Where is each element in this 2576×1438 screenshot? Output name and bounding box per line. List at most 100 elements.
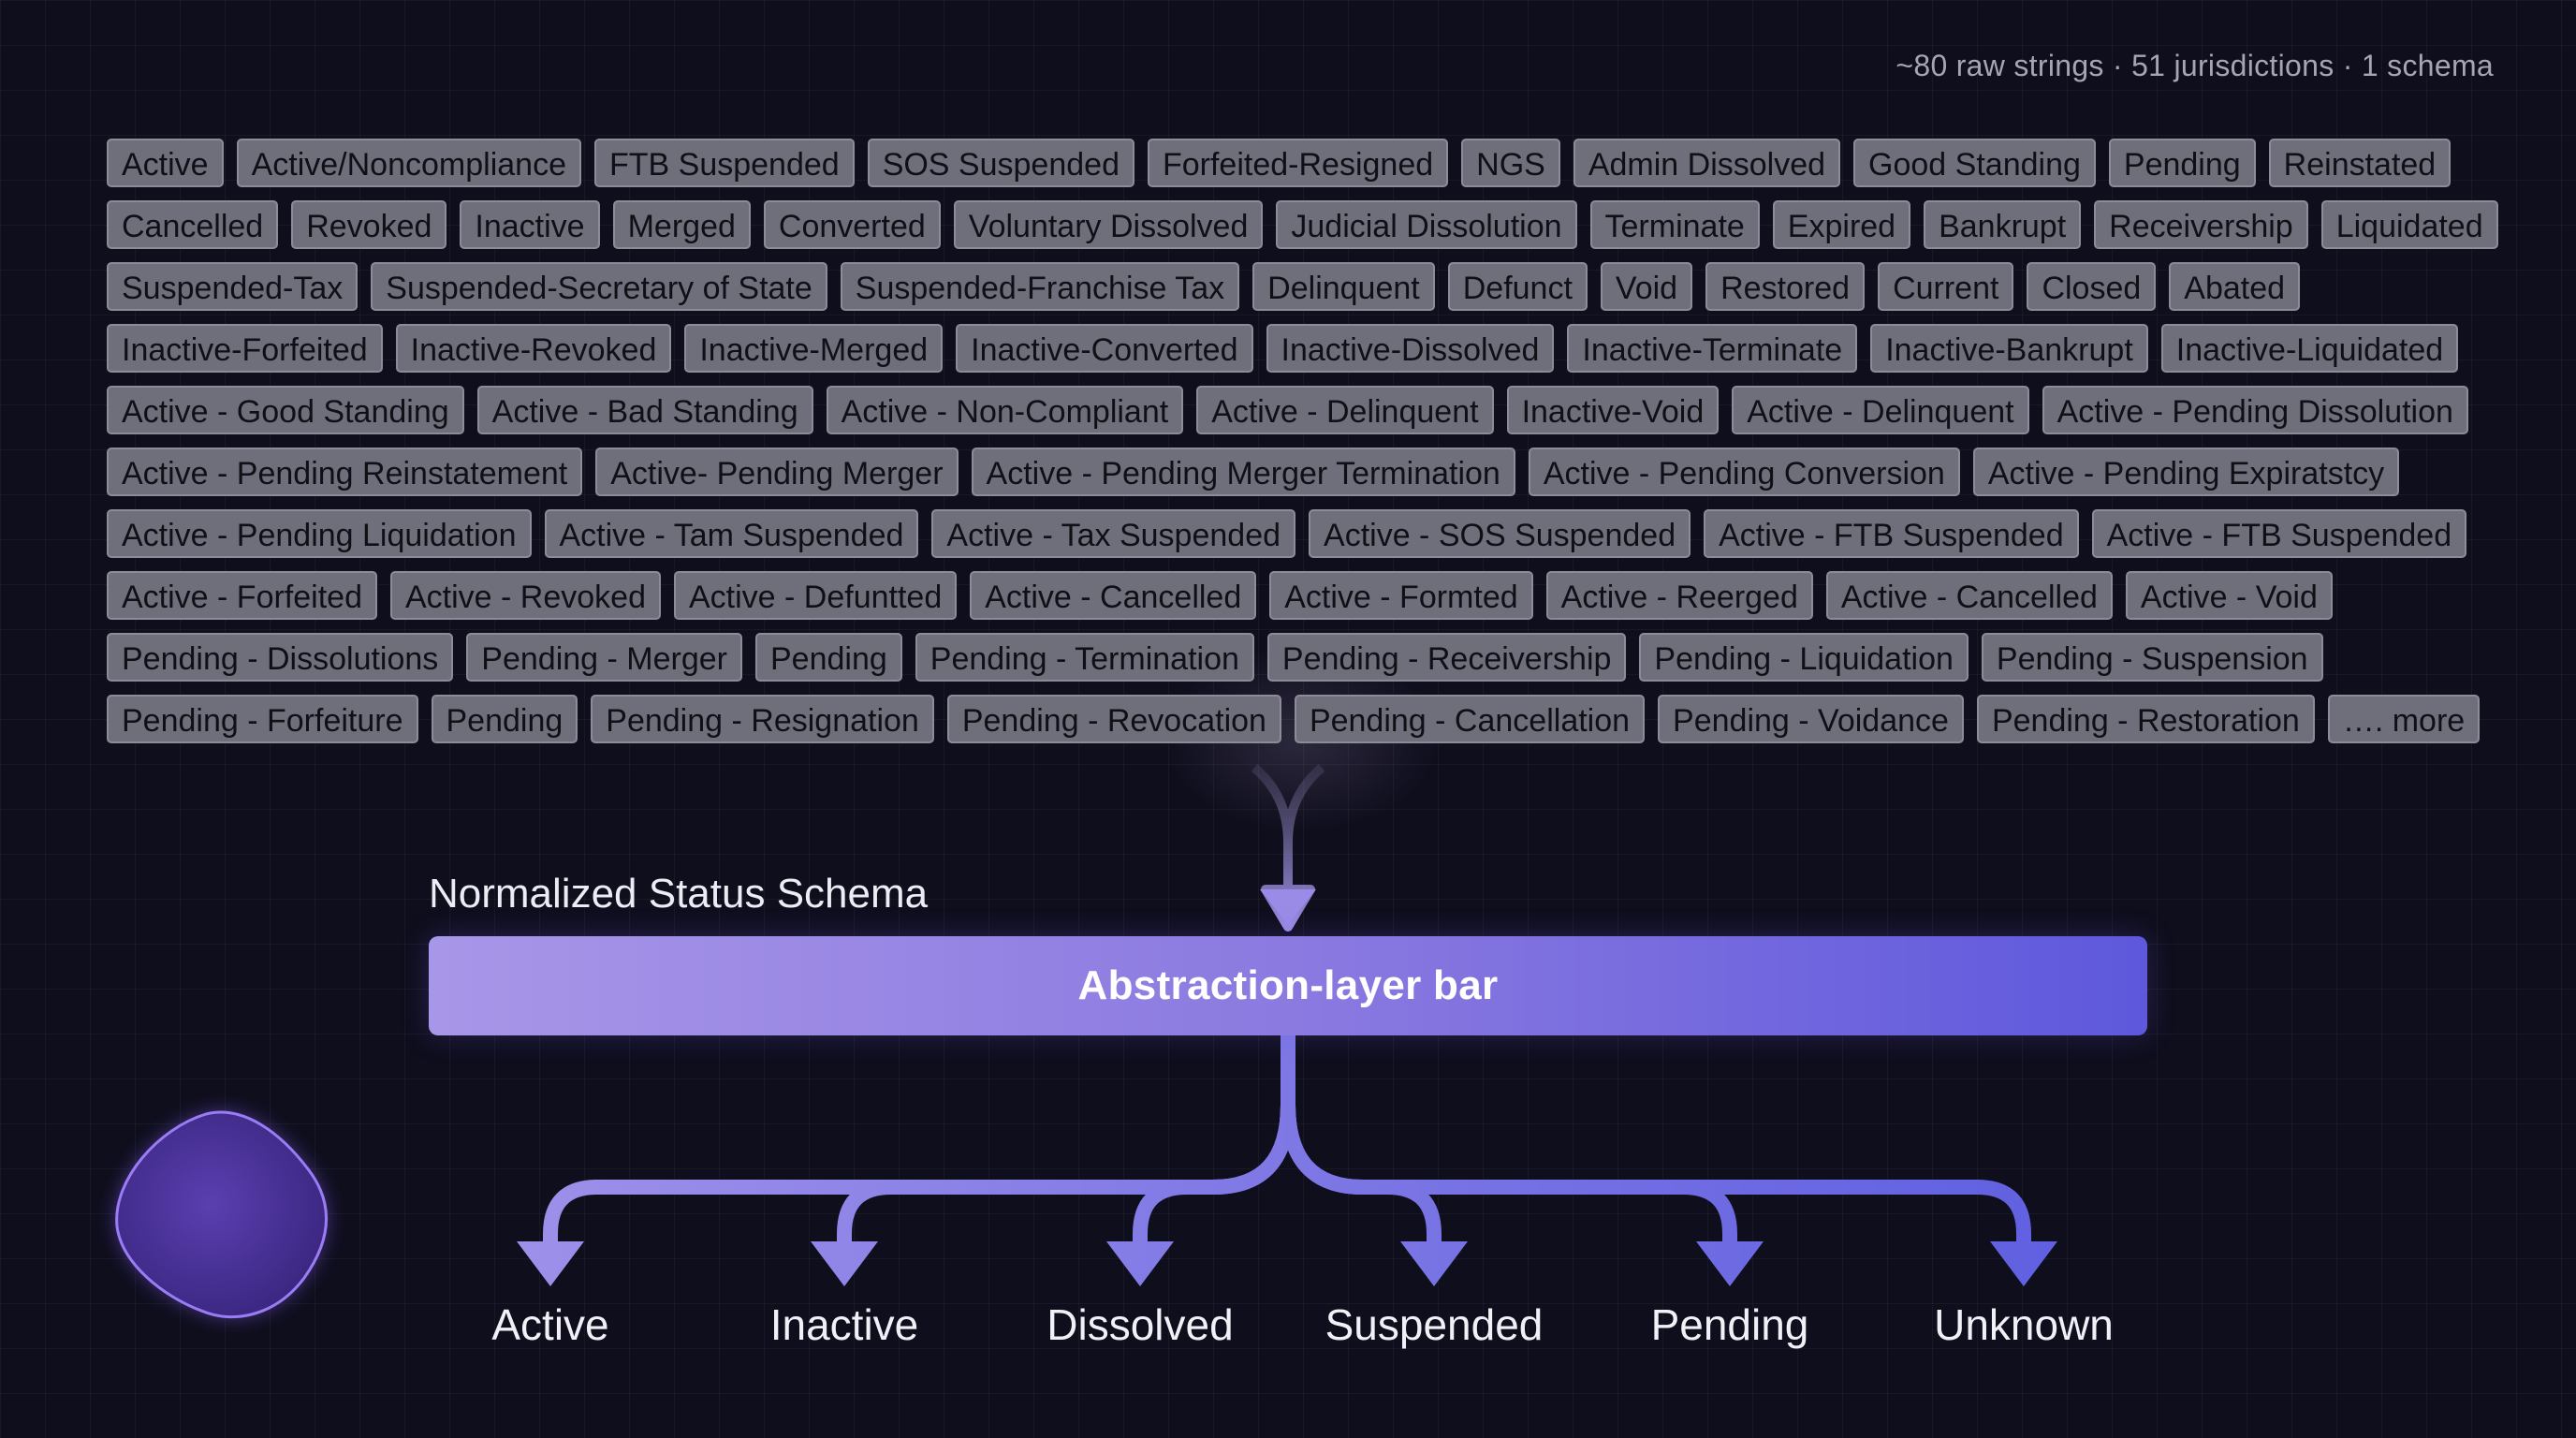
branch-arrowhead-dissolved	[1106, 1241, 1174, 1286]
status-chip: Active- Pending Merger	[595, 448, 959, 496]
status-chip: Active - Defuntted	[673, 571, 958, 620]
branch-arrowhead-suspended	[1400, 1241, 1468, 1286]
status-chip: Pending - Termination	[915, 633, 1254, 682]
status-chip: Defunct	[1447, 262, 1588, 311]
status-chip: Active - Revoked	[389, 571, 661, 620]
status-chip: Pending - Suspension	[1981, 633, 2323, 682]
branch-arrowhead-inactive	[811, 1241, 878, 1286]
status-chip: Judicial Dissolution	[1276, 200, 1577, 249]
status-chip: Pending	[431, 695, 578, 743]
status-chip: Merged	[612, 200, 751, 249]
status-chip: Active - Formted	[1269, 571, 1533, 620]
status-chip: Void	[1600, 262, 1693, 311]
status-chip: Inactive-Dissolved	[1266, 324, 1555, 373]
status-chip: Active - Pending Conversion	[1528, 448, 1960, 496]
status-chip: Suspended-Franchise Tax	[840, 262, 1240, 311]
status-chip: Active - Good Standing	[107, 386, 464, 434]
status-chip: …. more	[2327, 695, 2481, 743]
status-chip: Voluntary Dissolved	[953, 200, 1264, 249]
output-dissolved: Dissolved	[1046, 1300, 1234, 1349]
status-chip: Inactive-Void	[1506, 386, 1720, 434]
status-chip: Active - Delinquent	[1196, 386, 1494, 434]
funnel-arrow-shaft	[1251, 764, 1325, 932]
output-active: Active	[491, 1300, 609, 1349]
tag-row: Pending - Forfeiture Pending Pending - Res…	[107, 695, 2503, 743]
status-chip: Pending - Resignation	[591, 695, 934, 743]
status-chip: Bankrupt	[1924, 200, 2082, 249]
branch-arrowhead-active	[517, 1241, 584, 1286]
status-chip: Inactive-Converted	[956, 324, 1253, 373]
branch-line-pending	[1281, 1097, 1737, 1253]
status-chip: Inactive-Bankrupt	[1870, 324, 2148, 373]
status-chip: Active - Cancelled	[1825, 571, 2113, 620]
status-chip: Pending - Dissolutions	[107, 633, 454, 682]
status-chip: Active - Tam Suspended	[544, 509, 919, 558]
status-chip: Active	[107, 139, 224, 187]
status-chip: Active - Pending Expiratstcy	[1972, 448, 2400, 496]
status-chip: Pending - Merger	[466, 633, 742, 682]
status-chip: Suspended-Tax	[107, 262, 359, 311]
status-chip: Active - Delinquent	[1732, 386, 2029, 434]
output-pending: Pending	[1650, 1300, 1809, 1349]
status-chip: Delinquent	[1252, 262, 1435, 311]
status-chip: Active - Reerged	[1545, 571, 1813, 620]
status-chip: Pending - Liquidation	[1639, 633, 1969, 682]
status-chip: Good Standing	[1853, 139, 2096, 187]
status-chip: Receivership	[2094, 200, 2308, 249]
status-chip: Revoked	[291, 200, 447, 249]
status-chip: Pending - Forfeiture	[107, 695, 418, 743]
status-chip: Pending - Cancellation	[1294, 695, 1646, 743]
abstraction-bar-label: Abstraction-layer bar	[1077, 962, 1499, 1008]
status-chip: Pending - Voidance	[1658, 695, 1964, 743]
status-chip: Active - Void	[2125, 571, 2333, 620]
status-chip: SOS Suspended	[867, 139, 1134, 187]
output-suspended: Suspended	[1325, 1300, 1544, 1349]
status-chip: Pending - Revocation	[946, 695, 1281, 743]
status-chip: Active - Cancelled	[970, 571, 1257, 620]
status-chip: Active - Forfeited	[107, 571, 377, 620]
status-chip: Converted	[763, 200, 941, 249]
status-chip: Inactive	[460, 200, 600, 249]
branch-arrowhead-pending	[1696, 1241, 1764, 1286]
status-chip: Closed	[2027, 262, 2157, 311]
funnel-arrow-head	[1260, 889, 1316, 925]
branch-line-inactive	[837, 1097, 1295, 1253]
status-chip: Inactive-Merged	[684, 324, 944, 373]
status-chip: Active - Pending Liquidation	[107, 509, 532, 558]
status-chip: Abated	[2169, 262, 2301, 311]
status-chip: Expired	[1772, 200, 1911, 249]
status-chip: Pending	[754, 633, 902, 682]
status-chip: NGS	[1461, 139, 1560, 187]
status-chip: Terminate	[1589, 200, 1760, 249]
status-chip: Active - Bad Standing	[476, 386, 813, 434]
status-chip: FTB Suspended	[593, 139, 855, 187]
branch-line-unknown	[1281, 1097, 2031, 1253]
schema-title: Normalized Status Schema	[429, 871, 929, 917]
status-chip: Liquidated	[2320, 200, 2498, 249]
decorative-blob	[94, 1086, 356, 1348]
status-chip: Active - FTB Suspended	[2091, 509, 2467, 558]
status-chip: Current	[1878, 262, 2014, 311]
status-chip: Pending - Restoration	[1976, 695, 2315, 743]
abstraction-layer-bar: Abstraction-layer bar	[429, 936, 2147, 1035]
status-chip: Pending	[2108, 139, 2256, 187]
output-inactive: Inactive	[769, 1300, 919, 1349]
branch-line-active	[543, 1097, 1295, 1253]
status-chip: Pending - Receivership	[1266, 633, 1627, 682]
stats-caption: ~80 raw strings · 51 jurisdictions · 1 s…	[1895, 49, 2494, 82]
status-chip: Forfeited-Resigned	[1147, 139, 1449, 187]
status-chip: Inactive-Revoked	[395, 324, 672, 373]
status-chip: Reinstated	[2268, 139, 2452, 187]
status-chip: Cancelled	[107, 200, 279, 249]
status-chip: Active - FTB Suspended	[1704, 509, 2079, 558]
status-chip: Active - Pending Merger Termination	[971, 448, 1515, 496]
